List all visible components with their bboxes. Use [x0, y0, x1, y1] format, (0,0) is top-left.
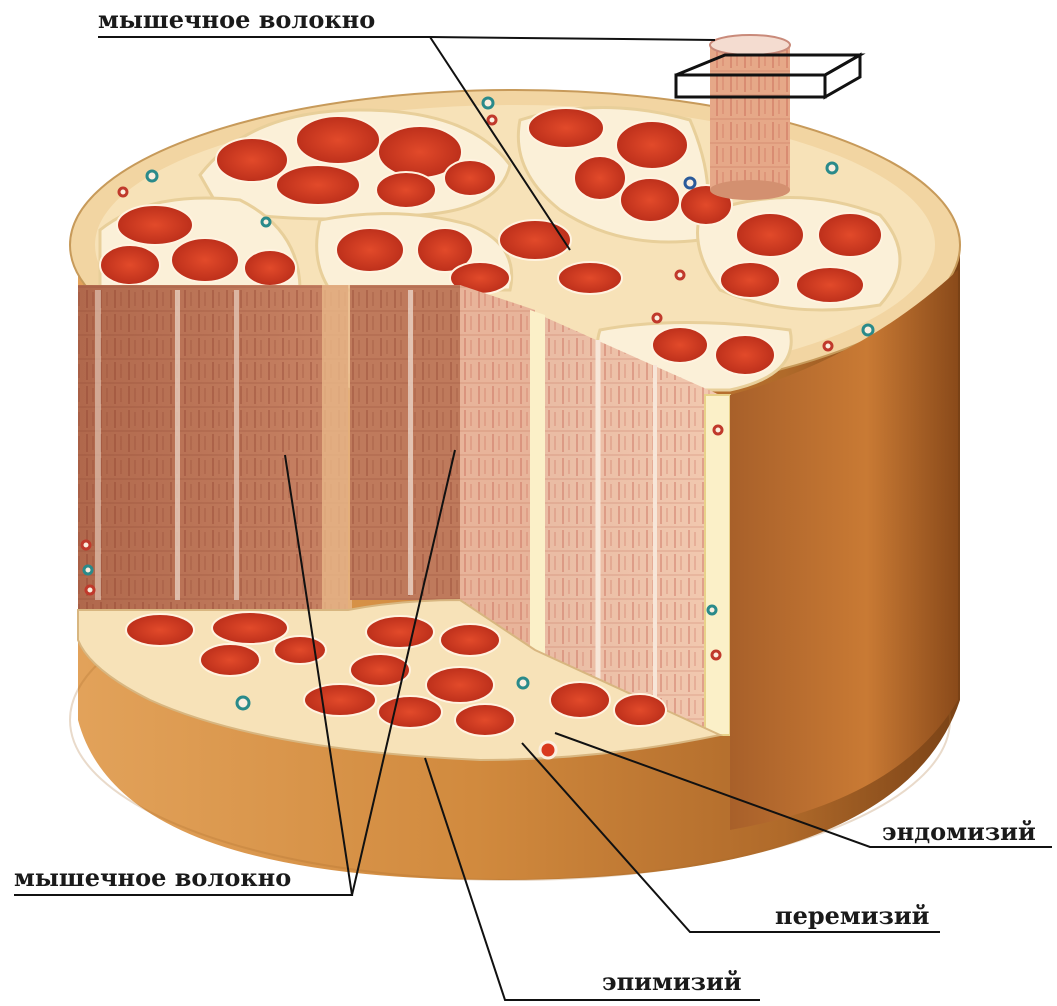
label-muscle-fiber-bottom: мышечное волокно — [14, 866, 291, 890]
label-muscle-fiber-top: мышечное волокно — [98, 8, 375, 32]
label-endomysium: эндомизий — [882, 820, 1036, 844]
longitudinal-cut-middle — [350, 285, 460, 600]
label-perimysium: перемизий — [775, 904, 929, 928]
longitudinal-cut-left — [78, 285, 352, 610]
leader-line-muscle-fiber-top-to-box — [430, 37, 715, 40]
label-epimysium: эпимизий — [602, 970, 742, 994]
